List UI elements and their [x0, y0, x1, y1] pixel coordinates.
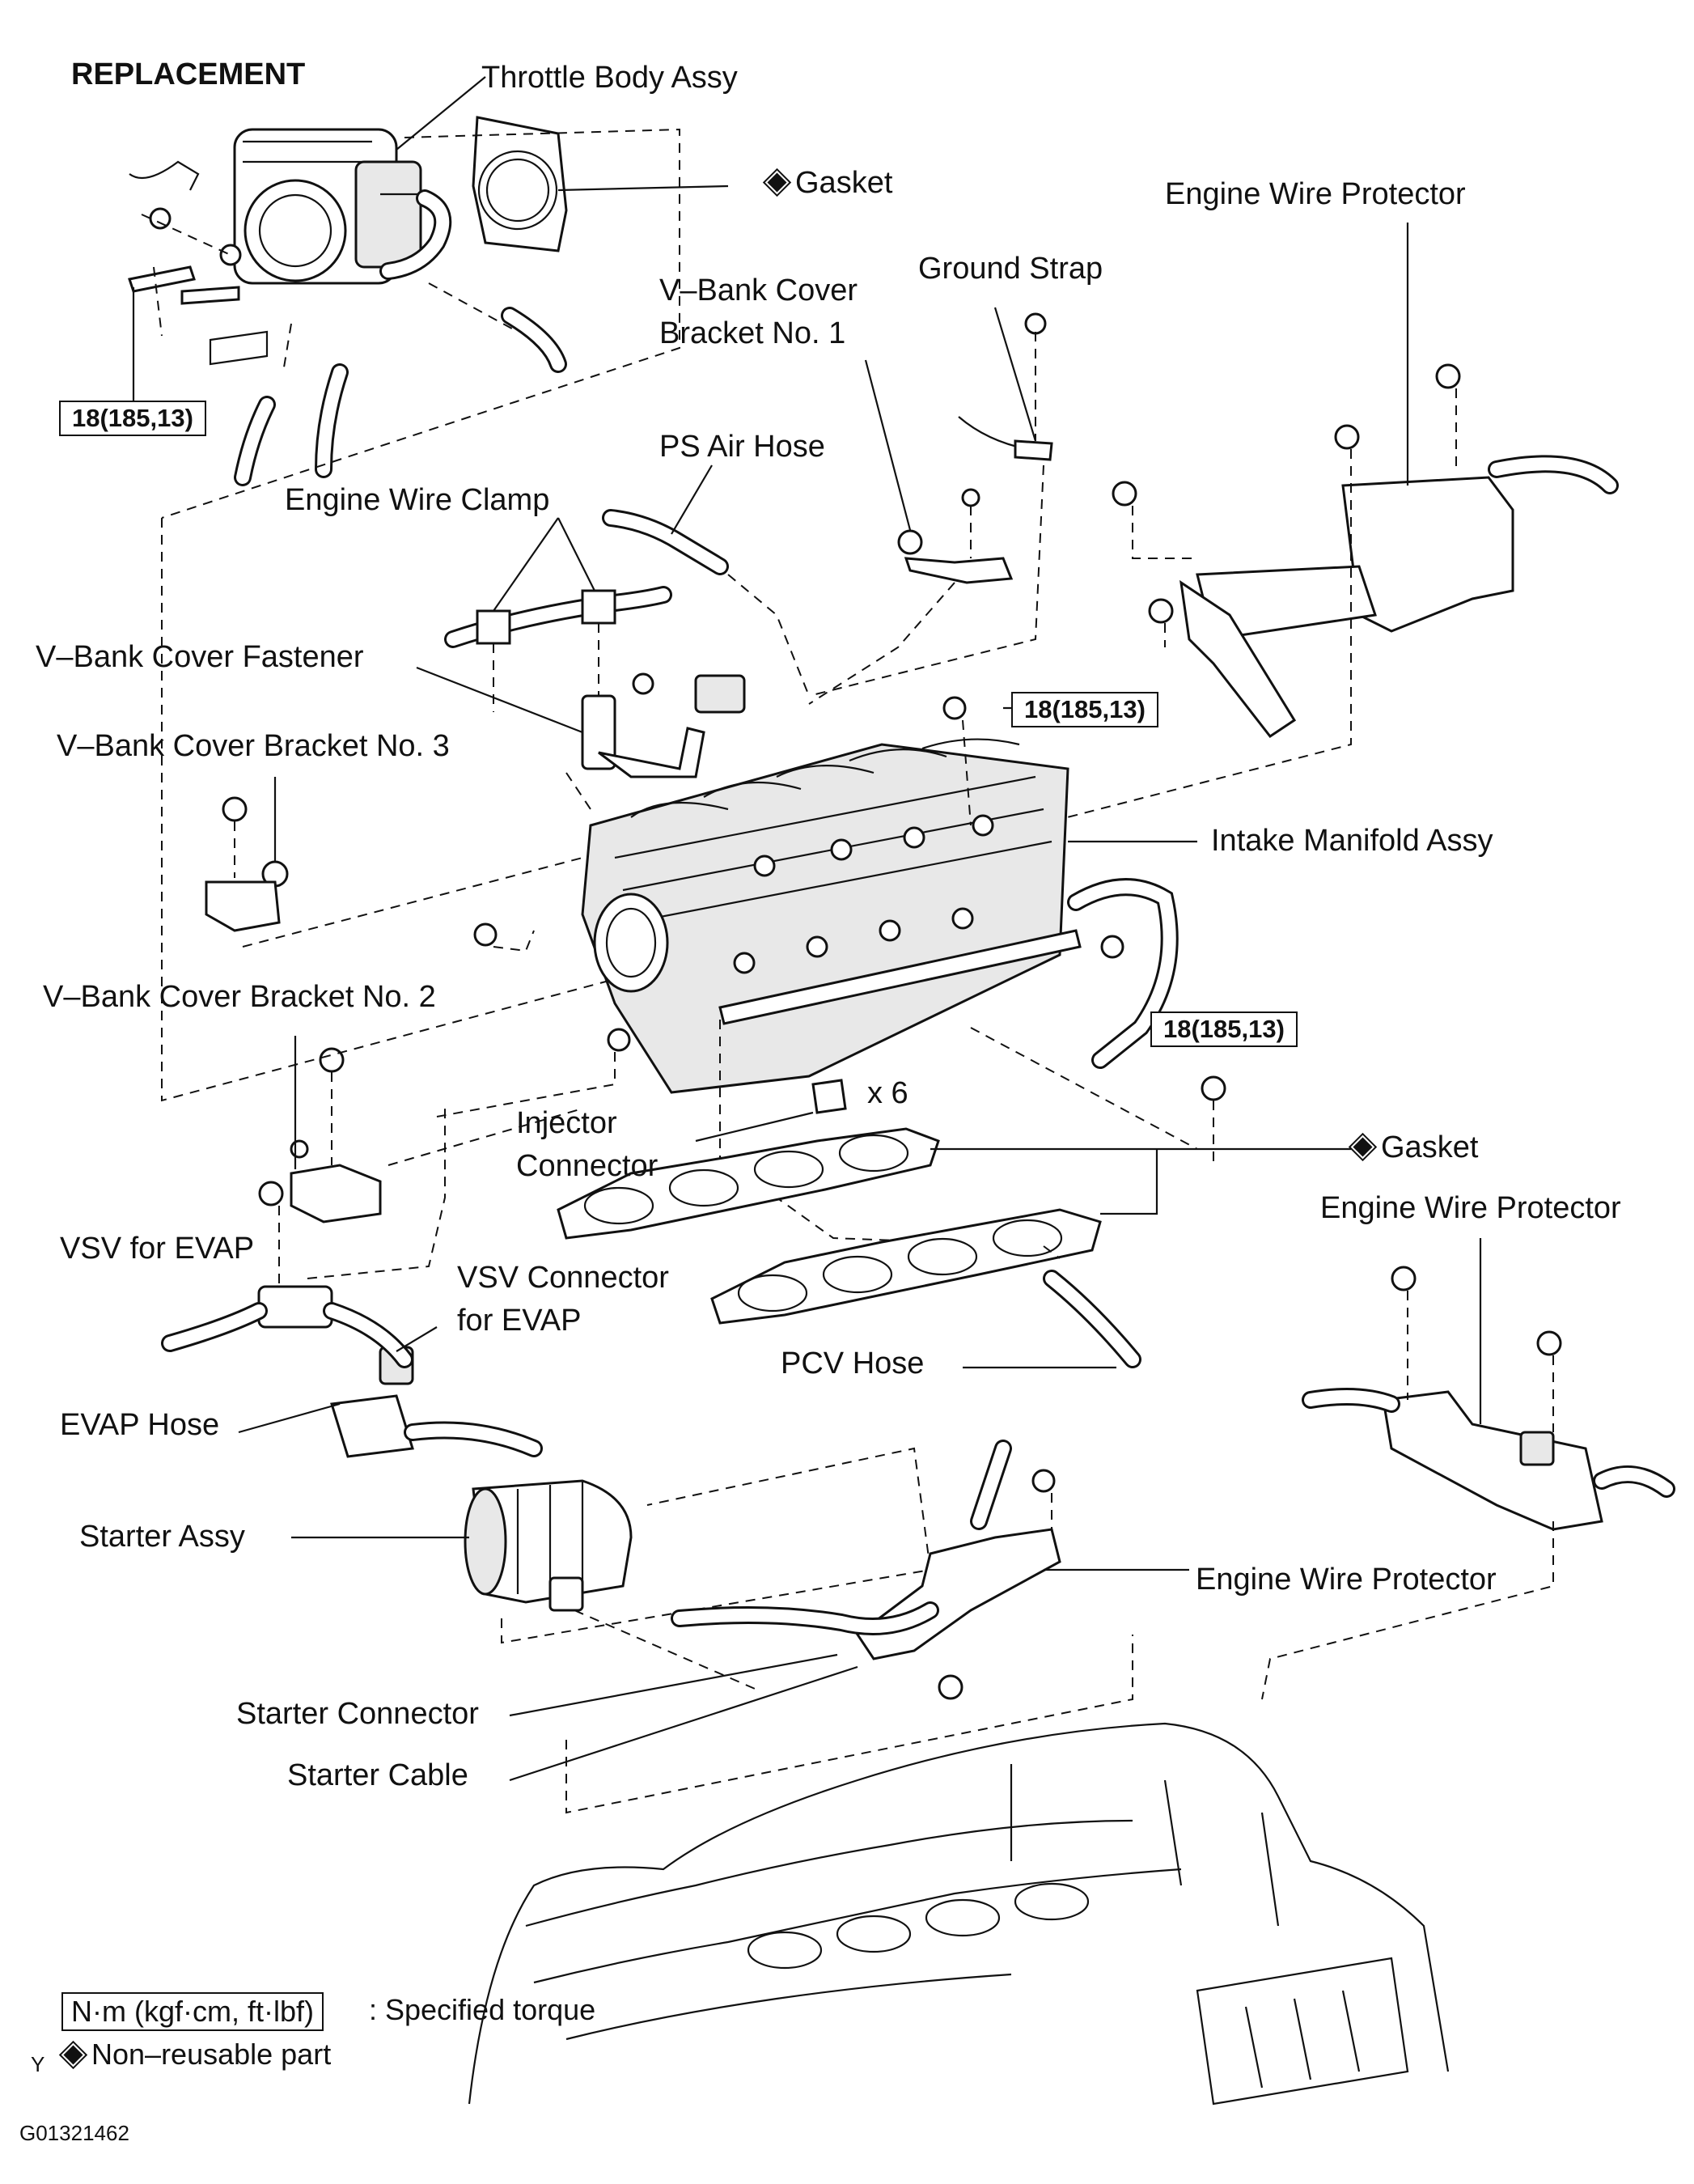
torque-spec-throttle-bolt: 18(185,13): [59, 401, 206, 436]
legend-non-reusable-text: Non–reusable part: [91, 2038, 332, 2071]
label-vbank-bracket-3: V–Bank Cover Bracket No. 3: [57, 729, 450, 763]
engine-wire-clamp-drawing: [444, 517, 672, 712]
vsv-evap-drawing: [161, 1109, 543, 1458]
corner-mark: Y: [31, 2052, 45, 2076]
label-engine-wire-protector-bottom: Engine Wire Protector: [1196, 1563, 1497, 1597]
label-ps-air-hose: PS Air Hose: [659, 430, 825, 464]
label-engine-wire-protector-right: Engine Wire Protector: [1320, 1191, 1621, 1225]
label-starter-cable: Starter Cable: [287, 1758, 468, 1792]
label-pcv-hose: PCV Hose: [781, 1346, 925, 1380]
legend-torque-desc: : Specified torque: [369, 1993, 596, 2026]
engine-block-drawing: [468, 1635, 1450, 2106]
label-intake-manifold-assy: Intake Manifold Assy: [1211, 824, 1493, 858]
intake-manifold-drawing: [436, 696, 1198, 1247]
torque-spec-manifold-nut: 18(185,13): [1011, 692, 1158, 727]
legend-torque-unit: N·m (kgf·cm, ft·lbf): [61, 1992, 324, 2031]
non-reusable-diamond-icon: [1348, 1133, 1378, 1162]
label-gasket-top: Gasket: [762, 162, 893, 204]
vbank-bracket-2-drawing: [161, 518, 616, 1223]
label-engine-wire-clamp: Engine Wire Clamp: [285, 483, 550, 517]
label-vsv-connector-line1: VSV Connector: [457, 1261, 669, 1295]
label-throttle-body-assy: Throttle Body Assy: [481, 61, 738, 95]
vbank-bracket-3-drawing: [205, 777, 583, 948]
engine-wire-protector-bottom-drawing: [509, 1440, 1554, 1782]
label-vbank-bracket-1-line2: Bracket No. 1: [659, 316, 846, 350]
diagram-title: REPLACEMENT: [71, 57, 306, 91]
label-vbank-cover-fastener: V–Bank Cover Fastener: [36, 640, 364, 674]
label-evap-hose: EVAP Hose: [60, 1408, 220, 1442]
label-starter-assy: Starter Assy: [79, 1520, 245, 1554]
label-vbank-bracket-1-line1: V–Bank Cover: [659, 274, 858, 307]
non-reusable-diamond-icon: [58, 2040, 88, 2070]
label-injector-connector-line1: Injector: [516, 1106, 617, 1140]
label-ground-strap: Ground Strap: [918, 252, 1103, 286]
throttle-body-drawing: [128, 76, 729, 519]
label-vbank-bracket-2: V–Bank Cover Bracket No. 2: [43, 980, 436, 1014]
label-vsv-connector-line2: for EVAP: [457, 1304, 582, 1338]
label-engine-wire-protector-top: Engine Wire Protector: [1165, 177, 1466, 211]
gasket-mid-text: Gasket: [1381, 1130, 1479, 1164]
label-injector-connector-line2: Connector: [516, 1149, 659, 1183]
non-reusable-diamond-icon: [762, 168, 792, 197]
label-starter-connector: Starter Connector: [236, 1697, 479, 1731]
torque-spec-manifold-bolt: 18(185,13): [1150, 1011, 1298, 1047]
figure-code: G01321462: [19, 2121, 129, 2145]
vbank-bracket-1-drawing: [808, 307, 1053, 705]
engine-wire-protector-top-drawing: [1051, 223, 1619, 822]
engine-wire-protector-right-drawing: [1302, 1238, 1675, 1531]
ps-air-hose-drawing: [602, 464, 810, 697]
label-vsv-for-evap: VSV for EVAP: [60, 1232, 255, 1266]
legend-non-reusable: Non–reusable part: [58, 2033, 332, 2076]
label-gasket-mid: Gasket: [1348, 1126, 1479, 1168]
label-injector-count: x 6: [867, 1076, 908, 1110]
gasket-top-text: Gasket: [795, 166, 893, 200]
vbank-fastener-drawing: [416, 666, 746, 810]
intake-gasket-drawing: [557, 1075, 1351, 1369]
